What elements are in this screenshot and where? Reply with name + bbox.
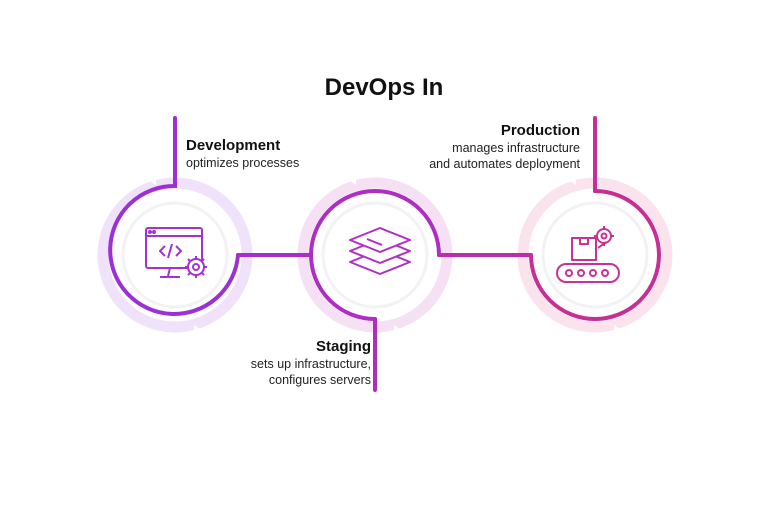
production-desc-line-2: and automates deployment <box>429 157 580 171</box>
flow-path <box>108 116 661 392</box>
production-name: Production <box>500 122 580 139</box>
code-gear-icon <box>145 227 207 278</box>
stg-ring-arrow-bottom <box>394 325 400 333</box>
dev-ring-arrow-top <box>150 177 156 185</box>
staging-label: Staging sets up infrastructure, configur… <box>251 337 371 388</box>
conveyor-box-icon <box>556 226 620 283</box>
staging-desc-line-2: configures servers <box>268 373 371 387</box>
prod-ring-arrow-bottom <box>614 325 620 333</box>
development-label: Development optimizes processes <box>186 136 299 171</box>
layers-icon <box>349 227 411 275</box>
prod-arc <box>529 189 661 321</box>
dev-disc <box>121 201 229 309</box>
staging-desc-line-1: sets up infrastructure, <box>250 357 371 371</box>
production-desc-line-1: manages infrastructure <box>452 141 580 155</box>
development-name: Development <box>186 137 281 154</box>
stg-ring-arrow-top <box>350 177 356 185</box>
stg-arc <box>309 189 441 257</box>
production-label: Production manages infrastructure and au… <box>429 121 580 172</box>
staging-name: Staging <box>316 338 371 355</box>
dev-path <box>108 116 240 316</box>
diagram-title: DevOps In <box>324 74 444 101</box>
dev-ring-arrow-bottom <box>194 325 200 333</box>
prod-ring-arrow-top <box>570 177 576 185</box>
development-desc: optimizes processes <box>186 156 300 170</box>
ring-arrows <box>150 177 620 333</box>
stg-arc-lower <box>309 253 377 321</box>
